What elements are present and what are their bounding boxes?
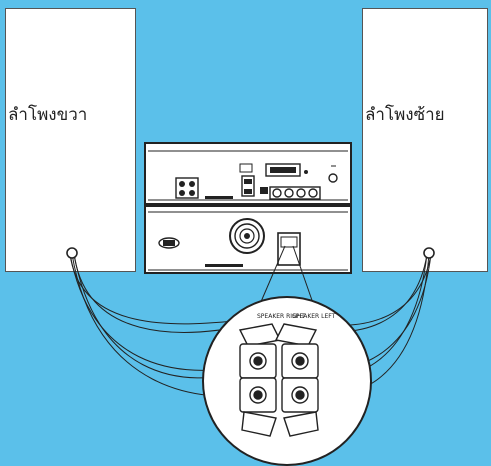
right-speaker: ลำโพงขวา [5, 8, 136, 272]
speaker-right-terminal-label: SPEAKER RIGHT [257, 313, 305, 320]
right-speaker-label: ลำโพงขวา [8, 105, 88, 125]
main-unit-bottom [144, 205, 352, 274]
left-speaker: ลำโพงซ้าย [362, 8, 488, 272]
terminal-magnifier: SPEAKER RIGHT SPEAKER LEFT [202, 296, 372, 466]
speaker-left-terminal-label: SPEAKER LEFT [292, 313, 336, 320]
left-speaker-label: ลำโพงซ้าย [365, 105, 445, 125]
main-unit-top [144, 142, 352, 205]
